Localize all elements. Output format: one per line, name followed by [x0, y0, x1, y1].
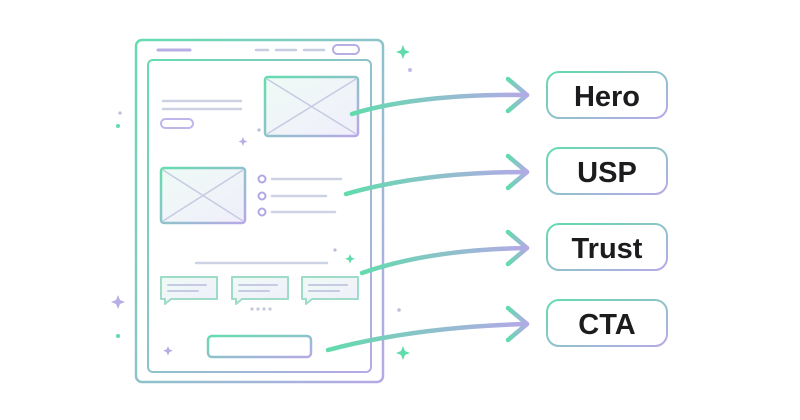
carousel-dots — [250, 307, 272, 311]
testimonial-card-icon — [301, 276, 359, 305]
dot-icon — [116, 334, 120, 338]
hero-section-wireframe — [160, 75, 360, 138]
image-placeholder-icon — [159, 166, 247, 225]
sparkle-icon — [345, 254, 355, 264]
testimonial-card-icon — [160, 276, 218, 305]
dot-icon — [116, 124, 120, 128]
arrow-usp — [343, 169, 530, 197]
testimonial-card-icon — [231, 276, 289, 305]
image-placeholder-icon — [263, 75, 360, 138]
section-label-trust: Trust — [546, 223, 668, 271]
bullet-list-icon — [257, 174, 343, 217]
section-label-text: USP — [577, 157, 637, 189]
dot-icon — [333, 248, 337, 252]
connector-arrows — [325, 76, 530, 353]
trust-section-wireframe — [160, 250, 359, 311]
sparkle-icon — [111, 295, 125, 309]
section-label-text: CTA — [578, 309, 636, 341]
section-label-usp: USP — [546, 147, 668, 195]
sparkle-icon — [238, 137, 248, 146]
dot-icon — [408, 68, 412, 72]
dot-icon — [257, 128, 261, 132]
page-nav — [156, 44, 360, 55]
arrow-trust — [359, 245, 530, 276]
section-label-hero: Hero — [546, 71, 668, 119]
usp-section-wireframe — [159, 166, 343, 225]
section-label-text: Trust — [572, 233, 643, 265]
hero-cta-button-shape — [160, 118, 194, 129]
arrow-hero — [349, 92, 530, 117]
dot-icon — [397, 308, 401, 312]
section-label-cta: CTA — [546, 299, 668, 347]
decorations — [111, 45, 412, 360]
sparkle-icon — [396, 346, 410, 360]
cta-section-wireframe — [206, 334, 313, 359]
section-label-text: Hero — [574, 81, 640, 113]
arrow-cta — [325, 321, 530, 353]
button-icon — [206, 334, 313, 359]
sections-container — [147, 59, 372, 373]
sparkle-icon — [396, 45, 410, 59]
dot-icon — [118, 111, 122, 115]
sparkle-icon — [163, 346, 173, 356]
